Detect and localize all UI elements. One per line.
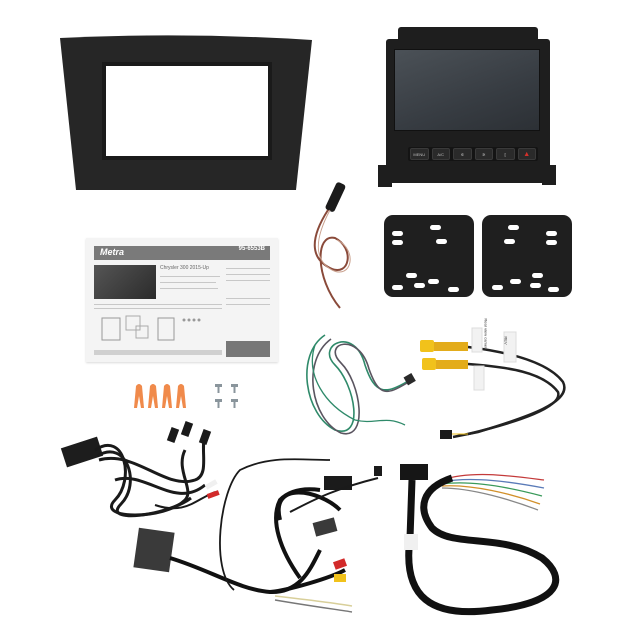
seat-icon[interactable]: ▯ <box>496 148 515 160</box>
screws <box>215 384 238 408</box>
manual-footer <box>94 350 222 355</box>
mounting-bracket-right <box>482 215 572 297</box>
rev-tag: REV <box>503 336 509 345</box>
usb-hdmi-harness <box>60 421 220 518</box>
part-number: 95-6553B <box>238 246 265 252</box>
hazard-icon[interactable]: ▲ <box>517 148 536 160</box>
camera-rca-harness <box>420 327 566 439</box>
manual-header: Metra 95-6553B <box>94 246 270 260</box>
brand-logo: Metra <box>100 247 125 257</box>
menu-button[interactable]: MENU <box>410 148 429 160</box>
radio-pigtail-harness <box>400 464 560 616</box>
fan-high-icon[interactable]: ✲ <box>474 148 493 160</box>
speaker-wire-bundle <box>306 334 416 435</box>
mounting-bracket-left <box>384 215 474 297</box>
camera-tag: Rear view camera <box>483 318 489 351</box>
main-vehicle-harness <box>133 458 382 613</box>
trim-clips <box>134 384 186 408</box>
warning-box <box>226 341 270 357</box>
aux-cable <box>313 182 351 309</box>
display-screen <box>394 49 540 131</box>
instruction-manual: Metra 95-6553B Chrysler 300 2015-Up <box>86 238 278 362</box>
manual-photo <box>94 265 156 299</box>
button-row: MENU A/C ✲ ✲ ▯ ▲ <box>408 147 538 161</box>
fan-low-icon[interactable]: ✲ <box>453 148 472 160</box>
vehicle-title: Chrysler 300 2015-Up <box>160 265 209 271</box>
dash-bezel <box>60 35 312 190</box>
radio-display-unit: MENU A/C ✲ ✲ ▯ ▲ <box>378 25 558 190</box>
ac-button[interactable]: A/C <box>431 148 450 160</box>
